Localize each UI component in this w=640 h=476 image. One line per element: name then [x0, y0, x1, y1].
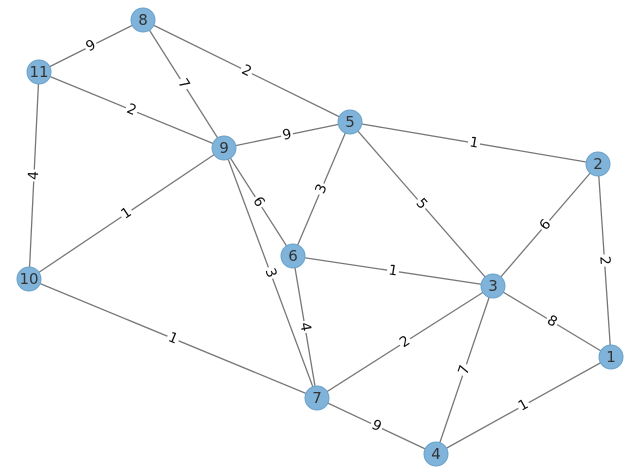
edge-weight-background [122, 99, 141, 121]
node-circle [26, 59, 52, 85]
edge-weight-group: 2 [122, 99, 141, 121]
node-8: 8 [130, 7, 156, 33]
edge-weight-background [385, 261, 401, 281]
edge-weight-label: 1 [468, 134, 479, 151]
node-label: 9 [219, 139, 229, 157]
edge-weight-group: 2 [395, 331, 415, 353]
edge-weight-background [247, 192, 270, 212]
edge-weight-group: 5 [410, 193, 433, 215]
edge-weight-background [295, 319, 315, 335]
node-circle [337, 109, 363, 135]
node-label: 5 [345, 113, 355, 131]
node-label: 6 [288, 247, 298, 265]
edge-weight-background [542, 310, 562, 333]
edge-weight-background [513, 394, 534, 417]
edge-weight-background [410, 193, 433, 215]
edge-weight-background [164, 327, 182, 350]
node-label: 3 [488, 277, 498, 295]
node-label: 8 [138, 11, 148, 29]
node-circle [130, 7, 156, 33]
edge-weight-background [534, 214, 557, 236]
edge-weight-label: 9 [281, 126, 293, 143]
node-circle [16, 266, 42, 292]
edge-weight-group: 6 [247, 192, 270, 212]
node-circle [585, 151, 611, 177]
node-circle [280, 243, 306, 269]
edge-weight-group: 7 [454, 361, 475, 379]
node-circle [211, 135, 237, 161]
node-label: 1 [606, 348, 616, 366]
edge-weight-group: 9 [279, 124, 295, 146]
edge-weight-background [310, 179, 333, 199]
edge-labels-layer: 9 7 2 2 4 9 6 1 3 1 3 5 6 2 1 4 1 2 8 7 9 1 [24, 35, 614, 437]
edge-weight-label: 4 [26, 171, 42, 181]
edge-weight-group: 2 [237, 60, 256, 82]
edge-weight-background [466, 133, 482, 153]
node-circle [304, 385, 330, 411]
edge-weight-background [24, 169, 44, 182]
edge-weight-label: 1 [387, 262, 398, 279]
edge-weight-group: 4 [24, 169, 44, 182]
edge-weight-background [81, 35, 101, 57]
edge-weight-background [279, 124, 295, 146]
node-label: 7 [312, 389, 322, 407]
node-label: 4 [431, 445, 441, 463]
edge-weight-group: 9 [81, 35, 101, 57]
edge-weight-label: 4 [296, 321, 313, 333]
edge-weight-group: 1 [116, 202, 137, 225]
node-11: 11 [26, 59, 52, 85]
edge-weight-group: 2 [595, 253, 614, 268]
node-label: 11 [29, 63, 48, 81]
edge-weight-group: 1 [164, 327, 182, 350]
node-label: 2 [593, 155, 603, 173]
edge-weight-group: 4 [295, 319, 315, 335]
edge-weight-group: 3 [259, 264, 282, 282]
node-label: 10 [19, 270, 38, 288]
edge-weight-group: 6 [534, 214, 557, 236]
node-2: 2 [585, 151, 611, 177]
node-circle [480, 273, 506, 299]
edge-weight-background [395, 331, 415, 353]
edge-weight-group: 1 [513, 394, 534, 417]
edge-weight-group: 9 [367, 415, 386, 437]
node-3: 3 [480, 273, 506, 299]
edge-weight-background [595, 253, 614, 268]
node-5: 5 [337, 109, 363, 135]
edge-weight-group: 7 [172, 74, 195, 94]
edge-weight-background [172, 74, 195, 94]
edge-weight-background [259, 264, 282, 282]
node-4: 4 [423, 441, 449, 467]
node-9: 9 [211, 135, 237, 161]
edge-weight-background [454, 361, 475, 379]
node-10: 10 [16, 266, 42, 292]
edge-weight-background [367, 415, 386, 437]
edge-weight-group: 8 [542, 310, 562, 333]
edge-weight-group: 3 [310, 179, 333, 199]
edge-weight-background [237, 60, 256, 82]
edge-weight-group: 1 [466, 133, 482, 153]
edge-weight-label: 2 [596, 256, 613, 266]
edge-weight-background [116, 202, 137, 225]
node-7: 7 [304, 385, 330, 411]
node-1: 1 [598, 344, 624, 370]
node-circle [598, 344, 624, 370]
node-circle [423, 441, 449, 467]
edge-weight-group: 1 [385, 261, 401, 281]
node-6: 6 [280, 243, 306, 269]
